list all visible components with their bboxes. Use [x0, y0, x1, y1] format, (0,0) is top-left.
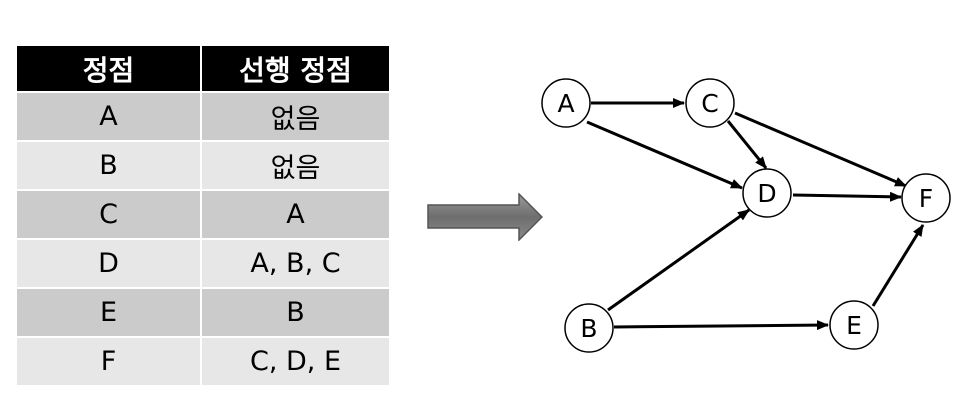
vertex-cell: D [17, 240, 202, 287]
table-row: E B [17, 287, 389, 336]
node-a-label: A [557, 89, 574, 118]
vertex-cell: C [17, 191, 202, 238]
vertex-cell: E [17, 289, 202, 336]
table-row: F C, D, E [17, 336, 389, 385]
node-b-label: B [580, 314, 597, 343]
header-predecessor: 선행 정점 [202, 46, 389, 91]
node-e-label: E [846, 311, 862, 340]
node-c: C [685, 78, 735, 128]
table-row: D A, B, C [17, 238, 389, 287]
table-header-row: 정점 선행 정점 [17, 46, 389, 91]
header-vertex: 정점 [17, 46, 202, 91]
node-b: B [564, 303, 614, 353]
edge-b-e [613, 320, 829, 331]
node-f: F [901, 173, 951, 223]
edge-a-d [586, 120, 743, 190]
node-d: D [742, 168, 792, 218]
table-row: B 없음 [17, 140, 389, 189]
node-f-label: F [919, 184, 933, 213]
predecessor-cell: A, B, C [202, 240, 389, 287]
node-e: E [829, 300, 879, 350]
predecessor-cell: A [202, 191, 389, 238]
node-d-label: D [757, 179, 776, 208]
vertex-cell: A [17, 93, 202, 140]
predecessor-cell: B [202, 289, 389, 336]
transform-arrow-icon [427, 192, 544, 242]
predecessor-table: 정점 선행 정점 A 없음 B 없음 C A D A, B, C E B F C… [17, 46, 389, 385]
edge-c-f [734, 111, 907, 188]
predecessor-cell: 없음 [202, 142, 389, 189]
edge-e-f [871, 224, 925, 307]
node-c-label: C [701, 89, 718, 118]
table-row: C A [17, 189, 389, 238]
predecessor-cell: 없음 [202, 93, 389, 140]
edge-b-d [607, 208, 750, 312]
table-row: A 없음 [17, 91, 389, 140]
vertex-cell: B [17, 142, 202, 189]
edge-d-f [792, 191, 902, 202]
edge-c-d [726, 120, 768, 169]
node-a: A [541, 78, 591, 128]
vertex-cell: F [17, 338, 202, 385]
predecessor-cell: C, D, E [202, 338, 389, 385]
